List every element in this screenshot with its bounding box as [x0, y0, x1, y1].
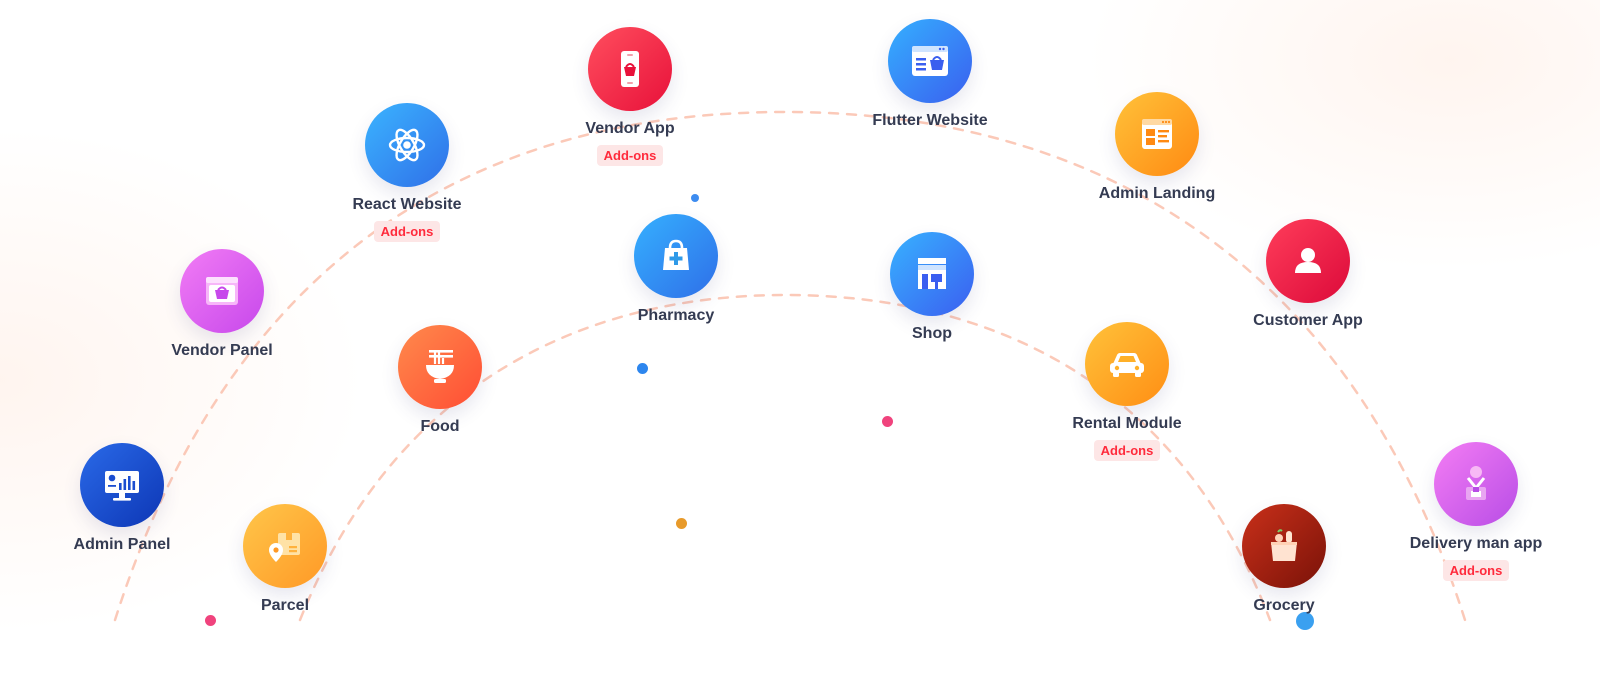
node-rental-module[interactable]: Rental Module Add-ons — [1047, 322, 1207, 461]
monitor-chart-icon — [105, 471, 139, 501]
user-icon — [1295, 248, 1321, 273]
node-vendor-app[interactable]: Vendor App Add-ons — [550, 27, 710, 166]
flutter-website-label: Flutter Website — [872, 112, 988, 129]
food-circle — [398, 325, 482, 409]
medical-bag-icon — [663, 239, 689, 270]
rental-module-label: Rental Module — [1072, 415, 1182, 432]
phone-basket-icon — [621, 51, 639, 87]
browser-basket-icon — [912, 46, 948, 76]
car-icon — [1110, 353, 1144, 377]
node-flutter-website[interactable]: Flutter Website — [850, 19, 1010, 131]
noodle-bowl-icon — [426, 350, 454, 383]
react-website-label: React Website — [352, 196, 462, 213]
flutter-website-circle — [888, 19, 972, 103]
shop-circle — [890, 232, 974, 316]
landing-page-icon — [1142, 119, 1172, 149]
shop-icon — [918, 258, 946, 289]
node-parcel[interactable]: Parcel — [205, 504, 365, 616]
delivery-man-app-addons-badge: Add-ons — [1442, 560, 1510, 581]
node-customer-app[interactable]: Customer App — [1228, 219, 1388, 331]
admin-panel-label: Admin Panel — [73, 536, 171, 553]
admin-landing-circle — [1115, 92, 1199, 176]
grocery-circle — [1242, 504, 1326, 588]
vendor-app-addons-badge: Add-ons — [596, 145, 664, 166]
node-vendor-panel[interactable]: Vendor Panel — [142, 249, 302, 361]
node-pharmacy[interactable]: Pharmacy — [596, 214, 756, 326]
vendor-panel-circle — [180, 249, 264, 333]
node-shop[interactable]: Shop — [852, 232, 1012, 344]
decor-dot — [205, 615, 216, 626]
delivery-man-app-circle — [1434, 442, 1518, 526]
grocery-label: Grocery — [1253, 597, 1315, 614]
node-admin-panel[interactable]: Admin Panel — [42, 443, 202, 555]
pharmacy-circle — [634, 214, 718, 298]
vendor-app-label: Vendor App — [585, 120, 675, 137]
customer-app-circle — [1266, 219, 1350, 303]
react-website-addons-badge: Add-ons — [373, 221, 441, 242]
parcel-circle — [243, 504, 327, 588]
rental-module-addons-badge: Add-ons — [1093, 440, 1161, 461]
decor-dot — [882, 416, 893, 427]
shop-label: Shop — [912, 325, 952, 342]
grocery-bag-icon — [1271, 529, 1297, 561]
node-delivery-man-app[interactable]: Delivery man app Add-ons — [1396, 442, 1556, 581]
vendor-app-circle — [588, 27, 672, 111]
storefront-basket-icon — [206, 277, 238, 305]
vendor-panel-label: Vendor Panel — [171, 342, 273, 359]
delivery-man-app-label: Delivery man app — [1409, 535, 1543, 552]
atom-icon — [388, 128, 426, 162]
decor-dot — [691, 194, 699, 202]
node-admin-landing[interactable]: Admin Landing — [1077, 92, 1237, 204]
decor-dot — [637, 363, 648, 374]
react-website-circle — [365, 103, 449, 187]
decor-dot — [1296, 612, 1314, 630]
delivery-man-icon — [1466, 466, 1486, 500]
decor-dot — [676, 518, 687, 529]
parcel-box-icon — [269, 533, 300, 562]
node-grocery[interactable]: Grocery — [1204, 504, 1364, 616]
outer-orbit-arc — [113, 110, 1467, 622]
admin-landing-label: Admin Landing — [1098, 185, 1216, 202]
rental-module-circle — [1085, 322, 1169, 406]
food-label: Food — [420, 418, 460, 435]
customer-app-label: Customer App — [1253, 312, 1363, 329]
node-food[interactable]: Food — [360, 325, 520, 437]
admin-panel-circle — [80, 443, 164, 527]
pharmacy-label: Pharmacy — [637, 307, 715, 324]
parcel-label: Parcel — [260, 597, 310, 614]
node-react-website[interactable]: React Website Add-ons — [327, 103, 487, 242]
